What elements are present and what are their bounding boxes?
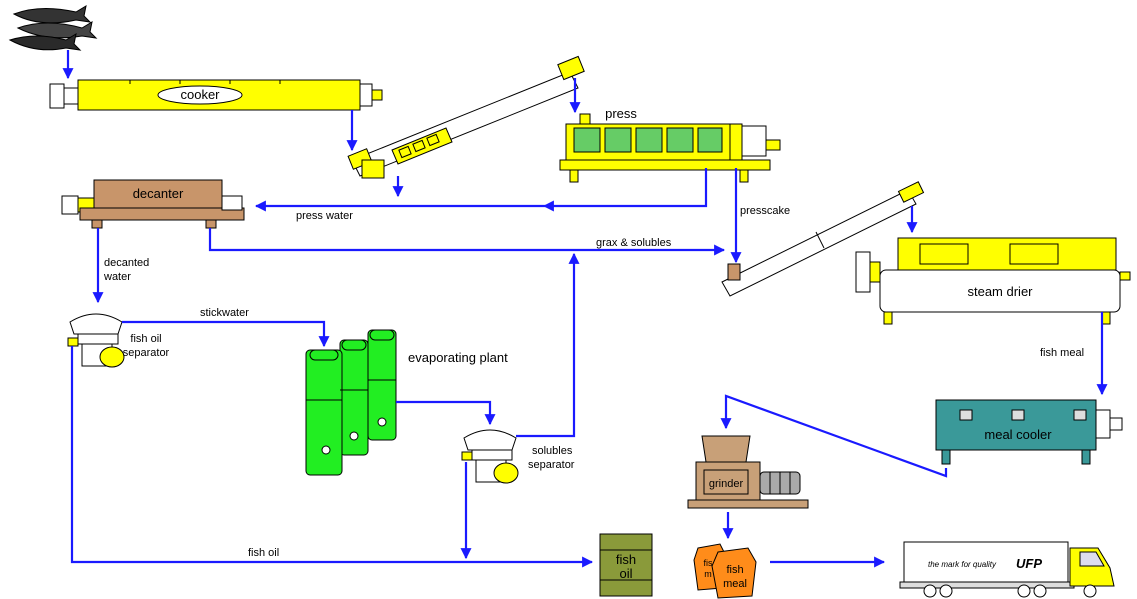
decanter-label: decanter [133,186,184,201]
decanter: decanter [61,179,245,229]
solubles-separator-label-2: separator [528,459,575,471]
flow-grax-solubles [208,228,726,256]
fish-meal-bag-back-label-1: fis [704,558,714,568]
meal-cooler: meal cooler [935,399,1123,465]
grax-solubles-label: grax & solubles [596,237,672,249]
fish-meal-bag-label-1: fish [726,564,743,576]
fish-meal-bag-back-label-2: m [704,569,712,579]
ufp-truck: the mark for quality UFP [899,541,1115,598]
fish-meal-flow-label: fish meal [1040,347,1084,359]
grinder-label: grinder [709,478,744,490]
flow-cooler-to-grinder [720,394,948,478]
press-water-label: press water [296,210,353,222]
fish-oil-barrel: fish oil [599,533,653,597]
decanted-water-label-1: decanted [104,257,149,269]
fish-oil-flow-label: fish oil [248,547,279,559]
evaporating-plant: evaporating plant [305,329,508,476]
fish-oil-separator-label-1: fish oil [130,333,161,345]
grinder: grinder [687,435,809,509]
evaporating-plant-label: evaporating plant [408,350,508,365]
flow-solubles-to-grax [516,252,580,438]
flow-fish-oil [70,346,594,568]
solubles-separator: solubles separator [461,429,575,484]
fish-meal-bag-label-2: meal [723,578,747,590]
raw-fish-icon [8,4,98,51]
flow-evaporator-to-separator [396,400,496,426]
fish-oil-separator: fish oil separator [67,313,170,368]
meal-cooler-label: meal cooler [984,427,1052,442]
fish-oil-barrel-label-2: oil [619,566,632,581]
flow-stickwater [122,320,330,348]
truck-slogan: the mark for quality [928,560,997,569]
stickwater-label: stickwater [200,307,249,319]
screw-conveyor-press [347,55,585,179]
presscake-label: presscake [740,205,790,217]
decanted-water-label-2: water [103,271,131,283]
cooker-label: cooker [180,87,220,102]
cooker: cooker [49,79,383,111]
flow-press-water-1 [542,168,708,212]
press-label: press [605,106,637,121]
fish-meal-bags: fis m fish meal [693,543,757,599]
press: press [559,106,781,183]
solubles-separator-label-1: solubles [532,445,573,457]
screw-conveyor-drier [721,181,925,297]
flow-lines: press water presscake grax & solubles de… [62,50,1108,568]
steam-drier-label: steam drier [967,284,1033,299]
truck-brand: UFP [1016,556,1042,571]
fish-oil-barrel-label-1: fish [616,552,636,567]
fish-oil-separator-label-2: separator [123,347,170,359]
steam-drier: steam drier [855,237,1131,325]
